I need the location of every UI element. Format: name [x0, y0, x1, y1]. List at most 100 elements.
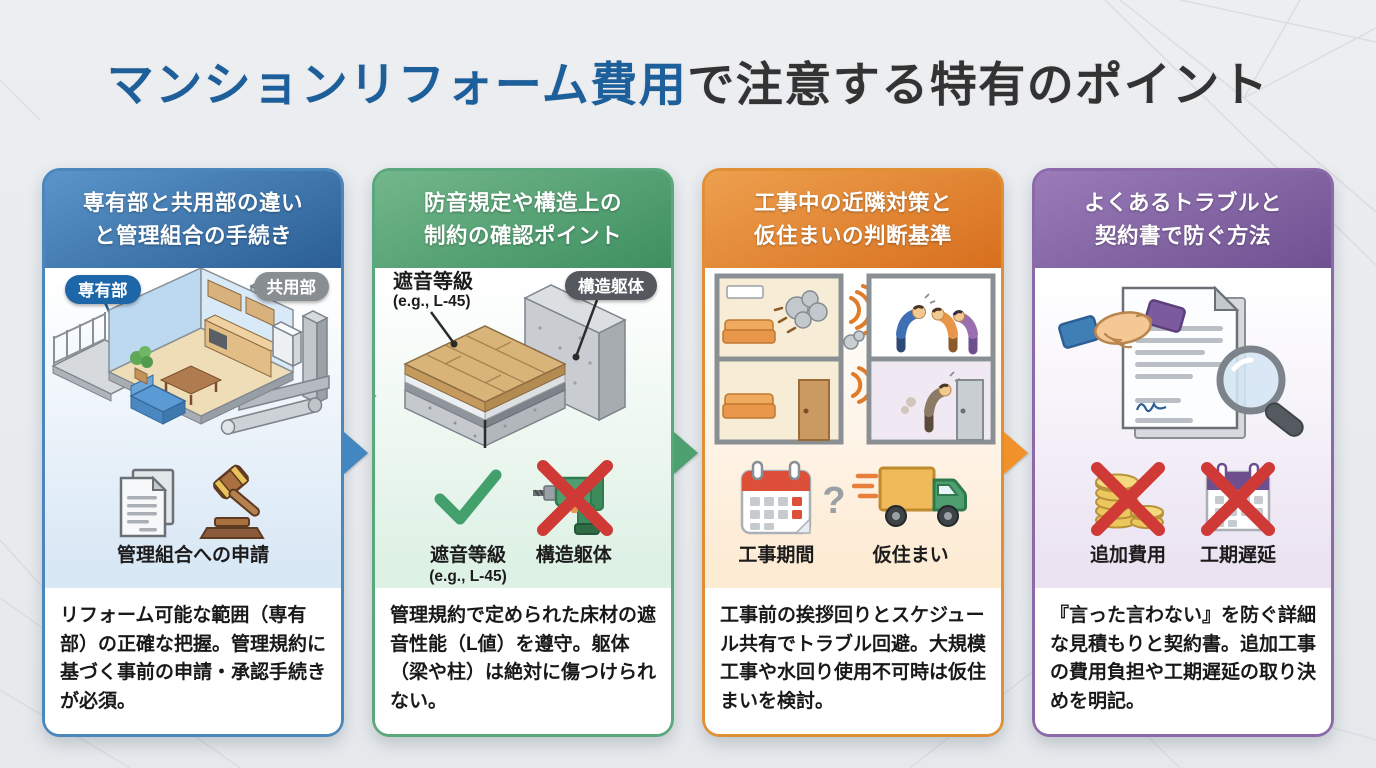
- card-soundproofing-icons: 遮音等級 (e.g., L-45): [375, 450, 671, 588]
- bowing-person-icon: [896, 293, 936, 353]
- floor-layers-scene: [375, 284, 627, 448]
- card-contract-header-line2: 契約書で防ぐ方法: [1094, 223, 1271, 248]
- card-contract-visual: 追加費用: [1035, 268, 1331, 588]
- check-icon-box: [432, 454, 504, 542]
- card-neighbors-icons: 工事期間 ?: [705, 450, 1001, 588]
- contract-scene: [1058, 285, 1304, 439]
- card-neighbors-header-line1: 工事中の近隣対策と: [753, 191, 952, 216]
- bowing-person-icon: [931, 307, 958, 353]
- table-icon: [159, 365, 223, 405]
- bowing-person-icon: [901, 371, 961, 433]
- sound-rating-caption: 遮音等級: [429, 545, 506, 566]
- card-neighbors-header-line2: 仮住まいの判断基準: [753, 223, 952, 248]
- isometric-room-illustration: 専有部 共用部: [45, 268, 341, 450]
- drill-icon-box: [531, 454, 617, 542]
- temporary-housing-caption: 仮住まい: [872, 545, 949, 566]
- extra-cost-group: 追加費用: [1085, 454, 1171, 568]
- card-soundproofing-header-line1: 防音規定や構造上の: [423, 191, 622, 216]
- documents-gavel-pair: [107, 454, 279, 542]
- card-ownership-header-line2: と管理組合の手続き: [93, 223, 292, 248]
- schedule-delay-caption: 工期遅延: [1199, 545, 1276, 566]
- card-neighbors: 工事中の近隣対策と 仮住まいの判断基準: [702, 168, 1028, 737]
- pipe-icon: [220, 397, 323, 435]
- card-soundproofing-header-line2: 制約の確認ポイント: [423, 223, 622, 248]
- card-soundproofing-body: 管理規約で定められた床材の遮音性能（L値）を遵守。躯体（梁や柱）は絶対に傷つけら…: [375, 588, 671, 734]
- coins-icon-box: [1085, 454, 1171, 542]
- calendar-icon-box: [736, 454, 816, 542]
- handshake-icon: [1058, 299, 1186, 349]
- speed-lines-icon: [851, 473, 878, 499]
- calendar-icon: [741, 460, 812, 535]
- structure-caption: 構造躯体: [535, 545, 612, 566]
- card-ownership: 専有部と共用部の違い と管理組合の手続き: [42, 168, 368, 737]
- structure-ng-group: 構造躯体: [531, 454, 617, 568]
- calendar-prohibited-icon: [1201, 462, 1275, 536]
- private-area-badge: 専有部: [65, 275, 141, 304]
- schedule-delay-group: 工期遅延: [1195, 454, 1281, 568]
- application-caption: 管理組合への申請: [116, 545, 269, 566]
- sound-rating-ok-group: 遮音等級 (e.g., L-45): [429, 454, 507, 586]
- card-ownership-header: 専有部と共用部の違い と管理組合の手続き: [45, 171, 341, 268]
- card-soundproofing: 防音規定や構造上の 制約の確認ポイント: [372, 168, 698, 737]
- sound-rating-label: 遮音等級 (e.g., L-45): [393, 271, 473, 311]
- card-contract-header: よくあるトラブルと 契約書で防ぐ方法: [1035, 171, 1331, 268]
- truck-icon-box: [851, 454, 970, 542]
- card-contract: よくあるトラブルと 契約書で防ぐ方法: [1032, 168, 1334, 737]
- coins-prohibited-icon: [1091, 462, 1165, 536]
- temporary-housing-group: 仮住まい: [851, 454, 970, 568]
- plant-icon: [130, 346, 153, 385]
- delay-calendar-icon-box: [1195, 454, 1281, 542]
- card-neighbors-body: 工事前の挨拶回りとスケジュール共有でトラブル回避。大規模工事や水回り使用不可時は…: [705, 588, 1001, 734]
- next-step-arrow: [344, 431, 368, 474]
- card-contract-icons: 追加費用: [1035, 450, 1331, 588]
- construction-building-icon: [714, 273, 844, 445]
- card-soundproofing-header: 防音規定や構造上の 制約の確認ポイント: [375, 171, 671, 268]
- greeting-building-icon: [866, 273, 996, 445]
- red-x-icon: [1091, 462, 1165, 536]
- structure-badge: 構造躯体: [565, 271, 657, 300]
- drill-prohibited-icon: [532, 460, 613, 536]
- check-icon: [434, 469, 502, 525]
- next-step-arrow: [1004, 431, 1028, 474]
- moving-truck-icon: [851, 466, 967, 527]
- next-step-arrow: [674, 431, 698, 474]
- neighbors-scene: [714, 273, 996, 445]
- question-mark: ?: [822, 480, 846, 522]
- title-rest: で注意する特有のポイント: [687, 58, 1270, 111]
- sound-rating-label-line1: 遮音等級: [393, 271, 473, 293]
- floor-layers-illustration: 遮音等級 (e.g., L-45) 構造躯体: [375, 268, 671, 450]
- cards-row: 専有部と共用部の違い と管理組合の手続き: [42, 168, 1334, 737]
- fridge-icon: [271, 321, 303, 368]
- red-x-icon: [1201, 462, 1275, 536]
- common-area-badge: 共用部: [253, 272, 329, 301]
- construction-period-group: 工事期間: [736, 454, 816, 568]
- card-neighbors-visual: 工事期間 ?: [705, 268, 1001, 588]
- card-neighbors-header: 工事中の近隣対策と 仮住まいの判断基準: [705, 171, 1001, 268]
- card-contract-header-line1: よくあるトラブルと: [1083, 191, 1282, 216]
- sound-rating-label-line2: (e.g., L-45): [393, 293, 471, 311]
- application-icon-group: 管理組合への申請: [107, 454, 279, 568]
- magnifier-icon: [1216, 345, 1304, 437]
- dust-cloud-icon: [785, 290, 828, 329]
- room-scene: [51, 268, 330, 435]
- card-ownership-header-line1: 専有部と共用部の違い: [82, 191, 303, 216]
- card-ownership-icons: 管理組合への申請: [45, 450, 341, 588]
- railing-icon: [53, 312, 106, 365]
- card-ownership-visual: 専有部 共用部: [45, 268, 341, 588]
- gavel-icon: [199, 464, 265, 539]
- documents-icon: [119, 468, 175, 538]
- card-ownership-body: リフォーム可能な範囲（専有部）の正確な把握。管理規約に基づく事前の申請・承認手続…: [45, 588, 341, 734]
- floor-slab-icon: [403, 325, 567, 448]
- sound-rating-caption-sub: (e.g., L-45): [429, 567, 507, 585]
- extra-cost-caption: 追加費用: [1089, 545, 1166, 566]
- title-highlight: マンションリフォーム費用: [106, 58, 688, 111]
- signature-icon: [1135, 401, 1167, 413]
- handshake-contract-illustration: [1035, 268, 1331, 450]
- bowing-person-icon: [952, 310, 978, 355]
- card-soundproofing-visual: 遮音等級 (e.g., L-45) 構造躯体 遮音等級 (e.g., L-45): [375, 268, 671, 588]
- page-title: マンションリフォーム費用で注意する特有のポイント: [0, 46, 1376, 115]
- card-contract-body: 『言った言わない』を防ぐ詳細な見積もりと契約書。追加工事の費用負担や工期遅延の取…: [1035, 588, 1331, 734]
- red-x-icon: [536, 460, 613, 536]
- neighbors-illustration: [705, 268, 1001, 450]
